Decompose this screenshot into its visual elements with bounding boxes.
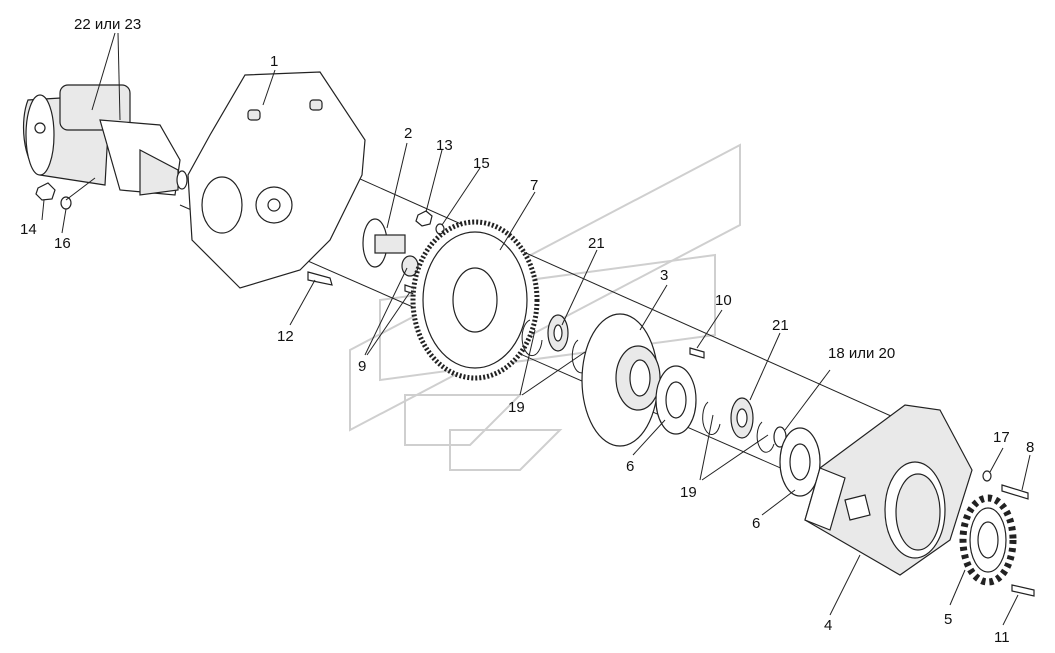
circlip-19-a xyxy=(521,319,543,357)
callout-15: 15 xyxy=(473,155,490,172)
callout-labels: 22 или 23 1 2 13 15 7 14 16 12 9 21 3 10… xyxy=(20,16,1034,646)
callout-17: 17 xyxy=(993,429,1010,446)
nut-13 xyxy=(415,210,433,227)
callout-12: 12 xyxy=(277,328,294,345)
callout-1: 1 xyxy=(270,53,278,70)
washer-16 xyxy=(60,196,72,210)
bolt-11 xyxy=(1011,584,1035,597)
callout-16: 16 xyxy=(54,235,71,252)
callout-2: 2 xyxy=(404,125,412,142)
sprocket-5 xyxy=(959,494,1017,586)
callout-13: 13 xyxy=(436,137,453,154)
callout-21-b: 21 xyxy=(772,317,789,334)
callout-19-b: 19 xyxy=(680,484,697,501)
watermark xyxy=(349,143,741,471)
gasket-6-b xyxy=(779,427,821,497)
nut-14 xyxy=(35,182,56,201)
callout-7: 7 xyxy=(530,177,538,194)
bearing-21-b xyxy=(730,397,754,439)
ring-gear-7 xyxy=(410,219,540,381)
callout-21-a: 21 xyxy=(588,235,605,252)
bearing-21-a xyxy=(547,314,569,352)
leader-lines xyxy=(41,32,1031,626)
pin-10 xyxy=(689,347,705,359)
callout-22-23: 22 или 23 xyxy=(74,16,141,33)
bolt-12 xyxy=(307,271,333,286)
gasket-6-a xyxy=(655,365,697,435)
mounting-plate-1 xyxy=(187,71,366,289)
circlip-19-d xyxy=(756,421,775,453)
washer-17 xyxy=(982,470,992,482)
circlip-19-c xyxy=(702,401,721,436)
callout-3: 3 xyxy=(660,267,668,284)
callout-5: 5 xyxy=(944,611,952,628)
callout-10: 10 xyxy=(715,292,732,309)
assembly-axis-upper xyxy=(339,169,901,421)
starter-motor xyxy=(22,84,188,196)
cover-4 xyxy=(804,404,973,576)
callout-18-20: 18 или 20 xyxy=(828,345,895,362)
bearing-housing-3 xyxy=(581,313,661,447)
callout-6-a: 6 xyxy=(626,458,634,475)
callout-11: 11 xyxy=(994,629,1010,646)
bolt-8 xyxy=(1001,484,1029,500)
callout-19-a: 19 xyxy=(508,399,525,416)
hub-2 xyxy=(362,218,406,268)
callout-14: 14 xyxy=(20,221,37,238)
callout-9: 9 xyxy=(358,358,366,375)
callout-6-b: 6 xyxy=(752,515,760,532)
callout-4: 4 xyxy=(824,617,832,634)
callout-8: 8 xyxy=(1026,439,1034,456)
